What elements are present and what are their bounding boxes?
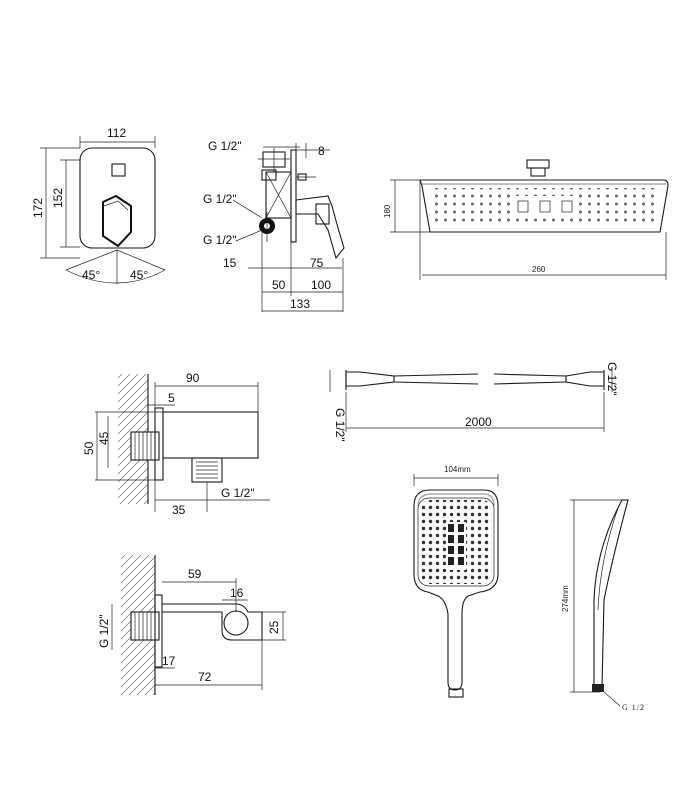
hand-shower-front: 104mm — [413, 465, 499, 698]
outlet-dim-90: 90 — [186, 371, 200, 385]
spout-dim-17: 17 — [162, 654, 176, 668]
mixer-side-view: G 1/2" G 1/2" G 1/2" 8 15 75 50 100 133 — [203, 139, 345, 312]
mixer-angle-right-label: 45° — [130, 268, 148, 282]
mixer-front-view: 112 172 152 45° 45° — [31, 126, 166, 284]
hand-length-label: 274mm — [561, 585, 570, 612]
outlet-dim-45: 45 — [97, 431, 111, 445]
spout-conn-label: G 1/2" — [97, 614, 111, 648]
bath-spout: 59 16 25 17 72 G 1/2" — [97, 555, 286, 695]
mixer-conn-top-label: G 1/2" — [208, 139, 242, 153]
spout-dim-25: 25 — [267, 620, 281, 634]
mixer-conn-bottom-label: G 1/2" — [203, 233, 237, 247]
mixer-dim-75: 75 — [310, 256, 324, 270]
hose-conn-right-label: G 1/2" — [605, 362, 619, 396]
spout-dim-59: 59 — [188, 567, 202, 581]
mixer-dim-15: 15 — [223, 256, 237, 270]
mixer-height-inner-label: 152 — [51, 188, 65, 208]
overhead-height-label: 180 — [383, 204, 392, 218]
mixer-height-outer-label: 172 — [31, 198, 45, 218]
shower-hose: 2000 G 1/2" G 1/2" — [329, 362, 619, 442]
spout-dim-72: 72 — [198, 670, 212, 684]
outlet-dim-35: 35 — [172, 503, 186, 517]
hose-conn-left-label: G 1/2" — [333, 408, 347, 442]
hand-conn-label: G 1/2 — [622, 703, 645, 712]
outlet-dim-5: 5 — [168, 391, 175, 405]
mixer-dim-8: 8 — [318, 144, 325, 158]
mixer-dim-133: 133 — [290, 297, 310, 311]
hose-length-label: 2000 — [465, 415, 492, 429]
outlet-conn-label: G 1/2" — [221, 486, 255, 500]
mixer-angle-left-label: 45° — [82, 268, 100, 282]
mixer-width-label: 112 — [107, 126, 126, 140]
spout-dim-16: 16 — [230, 586, 244, 600]
mixer-conn-mid-label: G 1/2" — [203, 192, 237, 206]
hand-shower-side: 274mm G 1/2 — [561, 499, 645, 712]
outlet-dim-50: 50 — [82, 441, 96, 455]
overhead-width-label: 260 — [532, 265, 546, 274]
hand-width-label: 104mm — [444, 465, 471, 474]
mixer-dim-100: 100 — [311, 278, 331, 292]
wall-outlet: 90 5 50 45 35 G 1/2" — [82, 371, 270, 517]
overhead-shower: 180 260 — [383, 159, 669, 280]
mixer-dim-50: 50 — [272, 278, 286, 292]
